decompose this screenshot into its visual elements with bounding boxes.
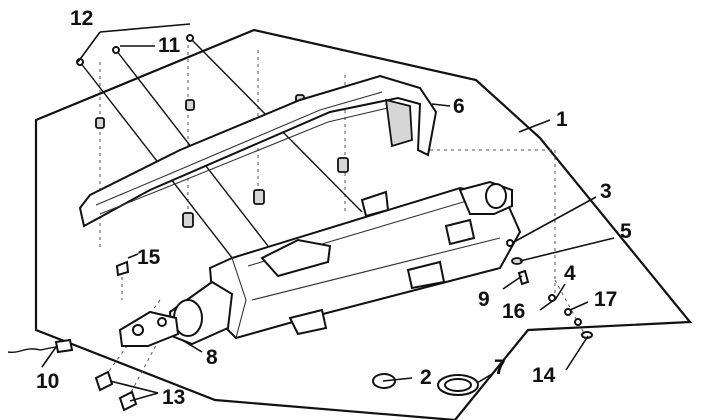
small-hardware: [506, 239, 593, 339]
callout-13: 13: [162, 386, 185, 409]
callout-9: 9: [478, 288, 490, 311]
bushing-stacks: [95, 94, 349, 228]
callout-15: 15: [137, 246, 161, 269]
callout-11: 11: [158, 34, 181, 57]
callout-3: 3: [600, 180, 612, 203]
callout-5: 5: [620, 220, 632, 243]
callout-8: 8: [206, 346, 218, 369]
callout-6: 6: [453, 95, 465, 118]
screw-15: [115, 260, 130, 277]
leader-lines: [41, 23, 615, 402]
muffler: [208, 180, 522, 340]
o2-sensor: [7, 338, 74, 354]
callout-16: 16: [502, 300, 525, 323]
callout-4: 4: [564, 262, 576, 285]
callout-10: 10: [36, 370, 59, 393]
assembly-frame: [34, 28, 693, 420]
callout-12: 12: [70, 7, 93, 30]
inlet-pipe: [118, 280, 234, 347]
callout-14: 14: [532, 364, 556, 387]
callout-2: 2: [420, 366, 432, 389]
mounting-bolts: [76, 34, 363, 269]
callout-1: 1: [556, 108, 568, 131]
heat-shield: [78, 74, 438, 228]
bottom-bolts: [94, 370, 138, 412]
callout-17: 17: [594, 288, 617, 311]
callout-7: 7: [494, 356, 506, 379]
